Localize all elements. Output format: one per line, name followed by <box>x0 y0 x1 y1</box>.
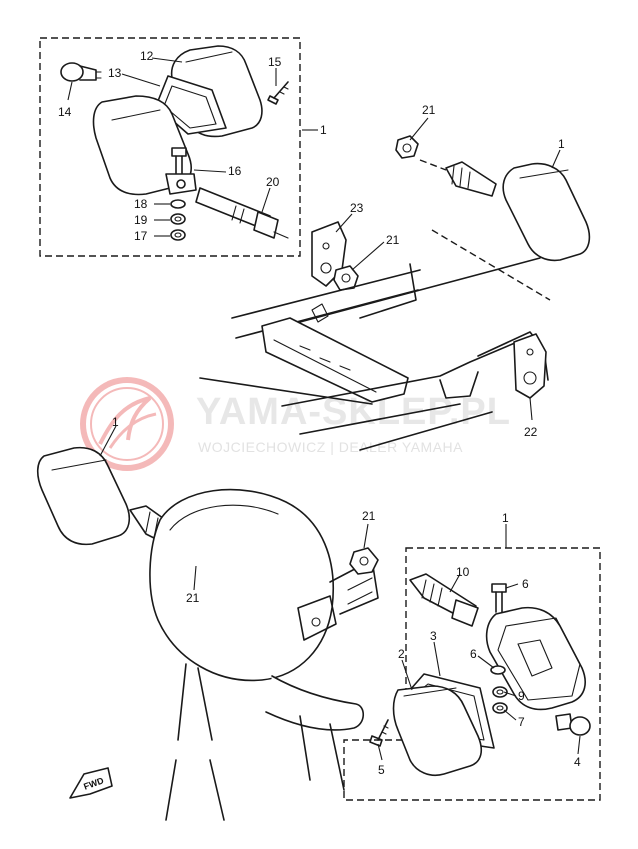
washer-part-18 <box>170 199 186 209</box>
stay-part-20 <box>195 187 289 239</box>
lens-edge <box>403 687 457 697</box>
watermark-subtitle: WOJCIECHOWICZ | DEALER YAMAHA <box>198 439 463 455</box>
label-part-3: 3 <box>430 629 437 643</box>
housing-edge <box>51 459 107 471</box>
flasher-housing-top-right <box>502 162 591 262</box>
stem-thread <box>451 165 471 189</box>
housing-edge <box>519 169 569 179</box>
screw-part-15 <box>267 81 289 105</box>
label-part-6-lower: 6 <box>470 647 477 661</box>
label-part-22: 22 <box>524 425 538 439</box>
nut-part-19 <box>170 213 186 225</box>
label-part-7: 7 <box>518 715 525 729</box>
label-part-21-front-left: 21 <box>186 591 200 605</box>
label-part-17: 17 <box>134 229 148 243</box>
label-part-23: 23 <box>350 201 364 215</box>
nut-part-21-mid <box>333 265 359 291</box>
watermark-title: YAMA-SKLEP.PL <box>196 391 511 433</box>
stem-part-10 <box>409 573 479 627</box>
label-part-1-bottom: 1 <box>502 511 509 525</box>
label-part-21-bottom: 21 <box>362 509 376 523</box>
label-part-19: 19 <box>134 213 148 227</box>
label-part-6-top: 6 <box>522 577 529 591</box>
forward-direction-arrow: FWD <box>69 767 113 799</box>
nut-part-17 <box>170 229 186 241</box>
housing-inner <box>497 617 581 701</box>
label-part-21-top: 21 <box>422 103 436 117</box>
bolt-part-6-top <box>491 583 507 613</box>
screw-part-5 <box>369 719 389 747</box>
part-number-labels: 12 13 14 15 1 16 18 19 17 20 23 21 21 1 … <box>58 49 581 777</box>
bolt-part-16 <box>165 147 197 195</box>
rear-frame-bracket <box>199 221 549 451</box>
label-part-21-mid: 21 <box>386 233 400 247</box>
label-part-15: 15 <box>268 55 282 69</box>
nut-part-21-bottom <box>349 547 379 575</box>
label-part-1-top: 1 <box>320 123 327 137</box>
bulb-part-14 <box>60 62 102 82</box>
guide-line <box>431 229 551 301</box>
guide-line <box>419 159 447 171</box>
plate-part-22 <box>513 333 547 399</box>
label-part-9: 9 <box>518 689 525 703</box>
bulb-part-4 <box>555 713 591 736</box>
label-part-1-left: 1 <box>112 415 119 429</box>
label-part-4: 4 <box>574 755 581 769</box>
front-right-assembly-group <box>343 524 601 801</box>
label-part-5: 5 <box>378 763 385 777</box>
housing-body-bottom-right <box>485 606 586 711</box>
flasher-housing-front-left <box>36 446 131 546</box>
lens-part-2 <box>392 685 483 776</box>
label-part-12: 12 <box>140 49 154 63</box>
assembly-box-bottom-right <box>343 547 601 801</box>
washer-part-8 <box>490 665 506 675</box>
label-part-18: 18 <box>134 197 148 211</box>
label-part-14: 14 <box>58 105 72 119</box>
label-part-13: 13 <box>108 66 122 80</box>
nut-part-9 <box>492 686 508 698</box>
label-part-1-right: 1 <box>558 137 565 151</box>
label-part-10: 10 <box>456 565 470 579</box>
label-part-16: 16 <box>228 164 242 178</box>
watermark-logo <box>80 377 174 471</box>
rear-left-assembly-group <box>39 37 301 257</box>
watermark: YAMA-SKLEP.PL WOJCIECHOWICZ | DEALER YAM… <box>80 377 511 471</box>
socket <box>517 639 553 677</box>
flasher-stem-top-right <box>445 161 497 197</box>
label-part-20: 20 <box>266 175 280 189</box>
nut-part-21-top <box>395 135 419 159</box>
headlight-housing <box>149 488 379 821</box>
housing-body-part-11 <box>92 95 192 196</box>
label-part-2: 2 <box>398 647 405 661</box>
nut-part-7 <box>492 702 508 714</box>
assembly-box-top-left <box>39 37 301 257</box>
leader-lines <box>67 57 581 761</box>
rear-right-flasher <box>395 135 591 301</box>
